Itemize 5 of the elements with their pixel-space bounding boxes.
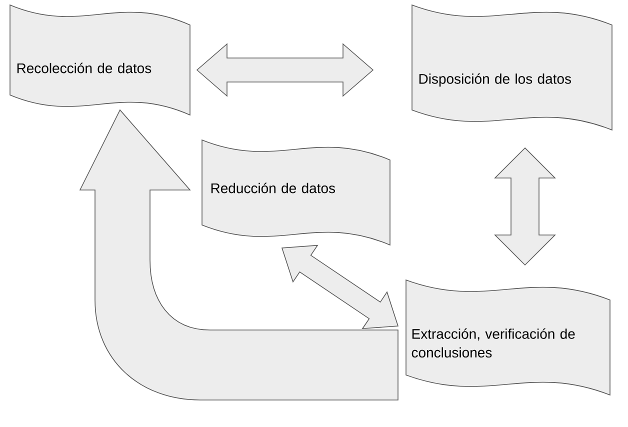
- block-arrow: [80, 110, 398, 400]
- wave-box: Extracción, verificación de conclusiones: [406, 280, 610, 396]
- wave-box: Disposición de los datos: [412, 4, 612, 130]
- wave-box: Recolección de datos: [10, 4, 190, 116]
- wave-box: Reducción de datos: [202, 140, 390, 246]
